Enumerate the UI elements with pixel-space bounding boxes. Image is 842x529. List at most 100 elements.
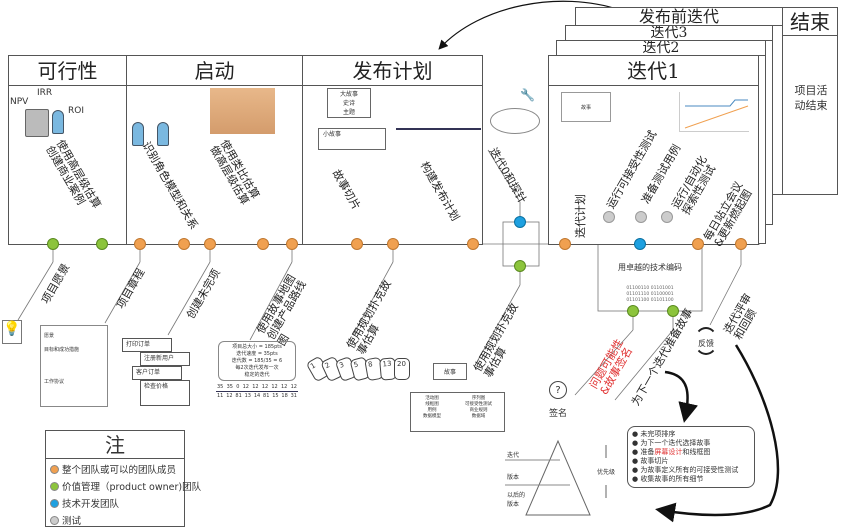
calc-line: 稳定的迭代 bbox=[244, 372, 270, 378]
test-dot bbox=[635, 211, 647, 223]
value-team-dot bbox=[47, 238, 59, 250]
epic-big-story: 大故事 bbox=[339, 91, 358, 98]
bullet-item: ● 故事切片 bbox=[632, 457, 669, 465]
axis-tick-label: 35 bbox=[226, 384, 233, 390]
value-team-dot bbox=[627, 305, 639, 317]
small-story-cards: 小故事 bbox=[318, 128, 386, 150]
backlog-card: 打印订单 bbox=[122, 338, 172, 352]
charter-vision: 愿景 bbox=[44, 333, 55, 339]
feedback-cycle-icon bbox=[694, 327, 718, 355]
release-planning-frame: 发布计划 bbox=[302, 55, 483, 245]
whole-team-dot bbox=[286, 238, 298, 250]
poker-card: 20 bbox=[394, 358, 410, 380]
closure-title: 结束 bbox=[783, 8, 837, 36]
legend-title: 注 bbox=[46, 431, 184, 459]
legend-item: 价值管理（product owner)团队 bbox=[50, 479, 201, 493]
bullet-item: ● 准备屏幕设计和线框图 bbox=[632, 448, 711, 456]
charter-agreement: 工作协议 bbox=[44, 379, 65, 385]
legend-color-dot bbox=[50, 481, 59, 491]
bullet-text: 故事切片 bbox=[640, 457, 669, 465]
axis-tick-label: 12 bbox=[271, 384, 278, 390]
calc-line: 项目总大小 = 185pts bbox=[232, 344, 282, 350]
calc-line: 每2次迭代发布一次 bbox=[235, 365, 279, 371]
value-team-dot bbox=[667, 305, 679, 317]
charter-goals: 目标和成功措施 bbox=[44, 347, 80, 353]
whole-team-dot bbox=[467, 238, 479, 250]
story-detail: 可接受性测试 bbox=[465, 402, 492, 407]
pyramid-later: 以后的版本 bbox=[507, 492, 526, 508]
calc-line: 迭代速度 = 35pts bbox=[236, 351, 278, 357]
value-team-dot bbox=[514, 260, 526, 272]
bullet-text: 未完项排序 bbox=[640, 430, 676, 438]
legend-color-dot bbox=[50, 498, 59, 508]
legend: 注 整个团队或可以的团队成员价值管理（product owner)团队技术开发团… bbox=[45, 430, 201, 527]
closure-frame: 结束 项目活动结束 bbox=[782, 7, 838, 195]
irr-label: IRR bbox=[37, 88, 53, 98]
lightbulb-icon: 💡 bbox=[2, 320, 22, 344]
tech-team-dot bbox=[634, 238, 646, 250]
whole-team-dot bbox=[257, 238, 269, 250]
roi-label: ROI bbox=[68, 106, 84, 116]
return-arrow bbox=[655, 344, 780, 523]
person-icon bbox=[157, 122, 169, 146]
legend-item: 整个团队或可以的团队成员 bbox=[50, 462, 180, 476]
bullet-item: ● 收集故事的所有细节 bbox=[632, 475, 704, 483]
axis-tick-label: 81 bbox=[263, 393, 270, 399]
axis-tick-label: 12 bbox=[226, 393, 233, 399]
story-detail: 序列图 bbox=[471, 396, 486, 401]
story-card: 故事 bbox=[433, 363, 467, 380]
legend-label: 价值管理（product owner)团队 bbox=[62, 482, 202, 493]
story-detail: 用例 bbox=[427, 408, 437, 413]
iteration1-frame: 迭代1 故事 bbox=[548, 55, 759, 245]
whole-team-dot bbox=[559, 238, 571, 250]
backlog-cards: 打印订单 注册新用户 客户订单 检查价格 bbox=[122, 338, 192, 406]
test-dot bbox=[603, 211, 615, 223]
axis-tick-label: 12 bbox=[261, 384, 269, 390]
loop-back-arrow bbox=[438, 0, 621, 50]
backlog-card: 注册新用户 bbox=[140, 352, 190, 366]
legend-item: 测试 bbox=[50, 513, 180, 527]
whole-team-dot bbox=[387, 238, 399, 250]
tech-team-dot bbox=[514, 216, 526, 228]
binary-line: 01101110 01100001 bbox=[626, 292, 674, 297]
axis-tick-label: 31 bbox=[290, 393, 297, 399]
sign-label: 签名 bbox=[549, 409, 568, 419]
axis-tick-label: 12 bbox=[290, 384, 297, 390]
person-icon bbox=[132, 122, 144, 146]
pyramid-release: 版本 bbox=[507, 474, 520, 481]
bullet-item: ● 为故事定义所有的可接受性测试 bbox=[632, 466, 739, 474]
axis-tick-label: 12 bbox=[280, 384, 288, 390]
calc-line: 迭代数 = 185/35 = 6 bbox=[231, 358, 283, 364]
story-board-image: 故事 bbox=[561, 92, 611, 122]
whole-team-dot bbox=[735, 238, 747, 250]
spike-image bbox=[490, 108, 540, 134]
coffee-cups-image bbox=[210, 88, 275, 134]
bullet-text: 为故事定义所有的可接受性测试 bbox=[640, 466, 739, 474]
iteration-prep-list: ● 未完项排序● 为下一个迭代选择故事● 准备屏幕设计和线框图● 故事切片● 为… bbox=[627, 426, 755, 488]
axis-tick-label: 12 bbox=[242, 384, 249, 390]
axis-tick-label: 81 bbox=[235, 393, 242, 399]
highlight-text: 屏幕设计 bbox=[654, 448, 683, 456]
calculator-icon bbox=[25, 109, 49, 137]
feasibility-frame: 可行性 bbox=[8, 55, 127, 245]
whole-team-dot bbox=[134, 238, 146, 250]
inception-title: 启动 bbox=[127, 56, 302, 86]
inception-frame: 启动 bbox=[126, 55, 303, 245]
epic-label: 史诗 bbox=[342, 100, 355, 107]
whole-team-dot bbox=[178, 238, 190, 250]
binary-line: 01100110 01101001 bbox=[626, 286, 674, 291]
release-plan-axis-icon bbox=[396, 128, 481, 130]
axis-tick-label: 11 bbox=[217, 393, 224, 399]
question-icon: ? bbox=[549, 381, 567, 399]
value-team-dot bbox=[96, 238, 108, 250]
legend-label: 测试 bbox=[62, 516, 82, 527]
axis-tick-label: 35 bbox=[217, 384, 224, 390]
whole-team-dot bbox=[692, 238, 704, 250]
charter-document: 愿景目标和成功措施工作协议 bbox=[40, 325, 108, 407]
axis-tick-label: 14 bbox=[253, 393, 261, 399]
backlog-card: 检查价格 bbox=[140, 380, 190, 406]
